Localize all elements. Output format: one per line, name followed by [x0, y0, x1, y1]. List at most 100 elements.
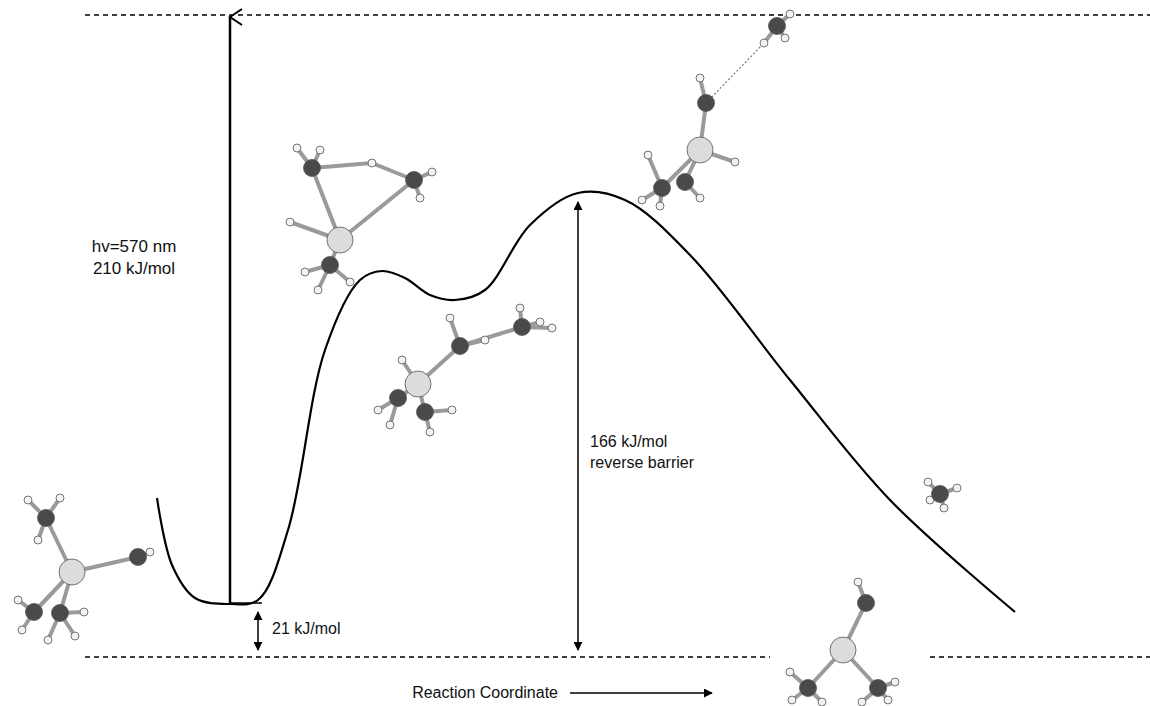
atom	[924, 478, 932, 486]
atom	[316, 146, 324, 154]
atom	[293, 144, 301, 152]
atom	[953, 484, 961, 492]
molecule-model	[924, 478, 961, 512]
atom	[34, 536, 42, 544]
atom	[800, 680, 817, 697]
atom	[677, 174, 694, 191]
bottom-dashed-line	[930, 656, 1150, 658]
atom	[696, 74, 704, 82]
atom	[322, 257, 339, 274]
atom	[858, 698, 866, 706]
energy-label: 21 kJ/mol	[272, 619, 382, 640]
molecule-model	[286, 144, 436, 294]
atom	[786, 10, 794, 18]
atom	[426, 428, 434, 436]
atom	[52, 605, 69, 622]
atom	[368, 159, 376, 167]
atom	[818, 698, 826, 706]
bond	[312, 163, 372, 168]
atom	[386, 421, 394, 429]
atom	[536, 318, 544, 326]
atom	[858, 595, 875, 612]
energy-label: 166 kJ/mol reverse barrier	[590, 432, 718, 474]
atom	[891, 678, 899, 686]
energy-gap-arrow	[257, 612, 259, 650]
atom	[130, 549, 147, 566]
atom	[44, 636, 52, 644]
atom	[786, 668, 794, 676]
atom	[760, 39, 768, 47]
level-tick	[230, 602, 262, 604]
atom	[696, 194, 704, 202]
atom	[26, 604, 43, 621]
atom	[788, 696, 796, 704]
atom	[481, 336, 489, 344]
atom	[452, 338, 469, 355]
atom	[14, 596, 22, 604]
atom	[514, 319, 531, 336]
atom	[398, 356, 406, 364]
atom	[656, 202, 664, 210]
atom	[428, 168, 436, 176]
atom	[870, 680, 887, 697]
molecule-model	[14, 494, 154, 644]
atom	[59, 559, 85, 585]
atom	[405, 371, 431, 397]
barrier-arrow	[577, 202, 579, 650]
atom	[327, 227, 353, 253]
reference-lines	[85, 15, 1150, 657]
atom	[932, 486, 949, 503]
molecule-model	[374, 304, 556, 436]
energy-curve-group	[157, 192, 1015, 612]
arrows	[230, 17, 712, 693]
atom	[314, 286, 322, 294]
atom	[884, 696, 892, 704]
atom	[374, 406, 382, 414]
atom	[940, 504, 948, 512]
atom	[769, 18, 786, 35]
atom	[24, 496, 32, 504]
atom	[286, 218, 294, 226]
atom	[638, 196, 646, 204]
atom	[146, 548, 154, 556]
atom	[18, 626, 26, 634]
atom	[71, 632, 79, 640]
bond	[460, 327, 522, 346]
energy-curve	[157, 192, 1015, 612]
atom	[406, 172, 423, 189]
atom	[654, 180, 671, 197]
weak-bond	[706, 43, 764, 103]
molecule-group	[14, 10, 961, 706]
energy-label: hv=570 nm 210 kJ/mol	[78, 236, 190, 280]
axis-arrow	[570, 692, 712, 694]
molecule-model	[638, 10, 794, 210]
bond	[340, 180, 414, 240]
axis-label: Reaction Coordinate	[412, 683, 560, 704]
atom	[516, 304, 524, 312]
excitation-arrow	[229, 17, 232, 603]
atom	[416, 194, 424, 202]
bottom-dashed-line	[85, 656, 770, 658]
atom	[698, 95, 715, 112]
atom	[446, 314, 454, 322]
atom	[304, 160, 321, 177]
atom	[301, 268, 309, 276]
atom	[38, 510, 55, 527]
atom	[687, 137, 713, 163]
atom	[644, 151, 652, 159]
top-dashed-line	[85, 14, 1150, 16]
atom	[781, 34, 789, 42]
atom	[731, 158, 739, 166]
atom	[390, 390, 407, 407]
atom	[56, 494, 64, 502]
atom	[830, 637, 856, 663]
atom	[80, 608, 88, 616]
atom	[448, 406, 456, 414]
atom	[854, 578, 862, 586]
atom	[346, 278, 354, 286]
atom	[548, 324, 556, 332]
atom	[417, 404, 434, 421]
molecule-model	[786, 578, 899, 706]
